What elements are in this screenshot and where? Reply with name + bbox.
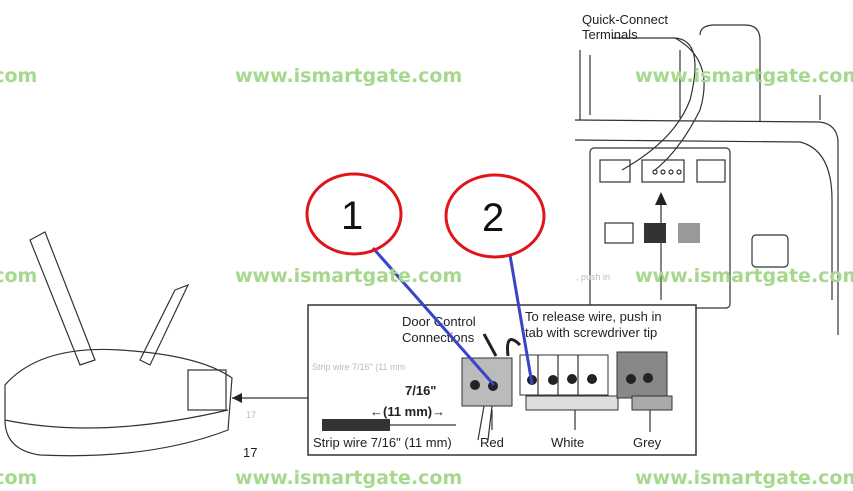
callout-2-pointer bbox=[508, 254, 534, 385]
strip-label: Strip wire 7/16" (11 mm) bbox=[313, 435, 452, 450]
watermark: www.ismartgate.com bbox=[235, 65, 462, 87]
white-label: White bbox=[551, 435, 584, 450]
mm-label: ←(11 mm)→ bbox=[370, 404, 445, 419]
callout-1-ring bbox=[305, 172, 403, 256]
grey-label: Grey bbox=[633, 435, 662, 450]
watermark: .com bbox=[0, 467, 37, 489]
callout-1-pointer bbox=[371, 247, 496, 386]
callout-2-ring bbox=[444, 173, 546, 259]
ghost-strip-text: Strip wire 7/16" (11 mm bbox=[312, 362, 405, 372]
quick-connect-label: Quick-Connect bbox=[582, 12, 668, 27]
ghost-push-text: , push in bbox=[576, 272, 610, 282]
callout-1-number: 1 bbox=[341, 194, 363, 238]
callout-2-number: 2 bbox=[482, 196, 504, 240]
watermark: www.ismartgate.com bbox=[635, 467, 853, 489]
release-label-2: tab with screwdriver tip bbox=[525, 325, 657, 340]
watermark: www.ismartgate.com bbox=[235, 265, 462, 287]
watermark: www.ismartgate.com bbox=[235, 467, 462, 489]
ghost-page-number: 17 bbox=[246, 410, 256, 420]
fraction-label: 7/16" bbox=[405, 383, 436, 398]
watermark: .com bbox=[0, 265, 37, 287]
connections-label: Connections bbox=[402, 330, 475, 345]
release-label-1: To release wire, push in bbox=[525, 309, 662, 324]
terminal-blocks bbox=[322, 333, 673, 441]
watermark: www.ismartgate.com bbox=[635, 265, 853, 287]
watermark: www.ismartgate.com bbox=[635, 65, 853, 87]
opener-unit-left bbox=[4, 231, 308, 457]
terminals-label: Terminals bbox=[582, 27, 638, 42]
page-number: 17 bbox=[243, 445, 257, 460]
red-label: Red bbox=[480, 435, 504, 450]
watermark: .com bbox=[0, 65, 37, 87]
